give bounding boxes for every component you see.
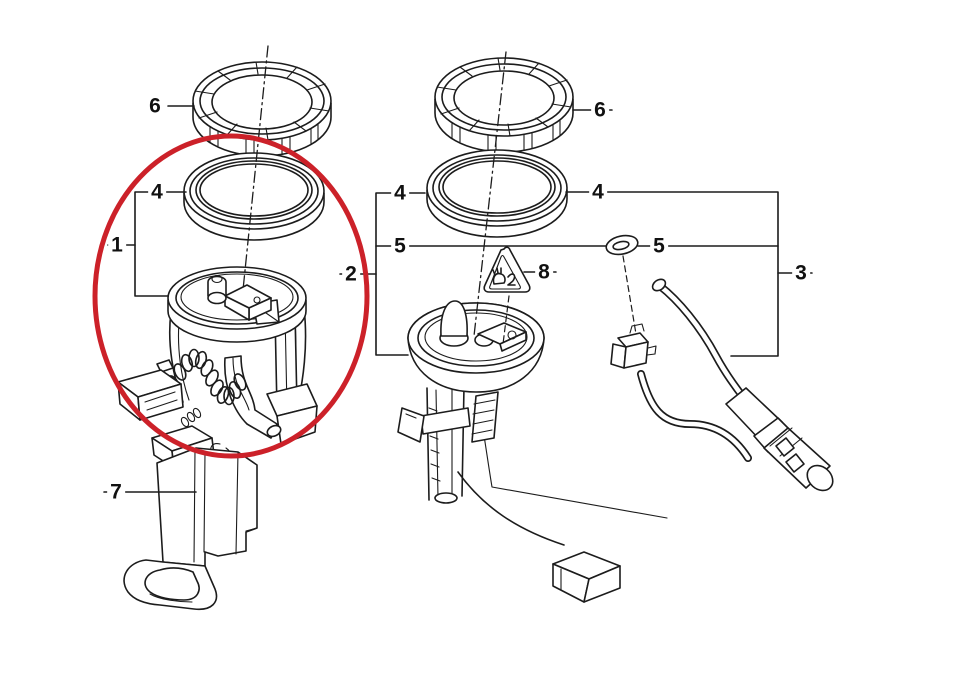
- callout-7[interactable]: 7: [107, 481, 125, 503]
- seal-ring-middle-icon: [426, 149, 568, 238]
- seal-ring-left-icon: [183, 152, 325, 241]
- red-highlight-ellipse: [92, 133, 370, 459]
- caution-triangle-icon: [483, 246, 531, 293]
- callout-4-middle[interactable]: 4: [391, 182, 409, 204]
- jet-pump-connector-icon: [610, 323, 657, 369]
- callout-4-right[interactable]: 4: [589, 181, 607, 203]
- callout-3[interactable]: 3: [792, 262, 810, 284]
- suction-jet-pump-hoses-icon: [610, 278, 834, 492]
- callout-5-right[interactable]: 5: [650, 235, 668, 257]
- fuel-pump-module-icon: [117, 266, 318, 469]
- holder-bracket-icon: [123, 443, 258, 611]
- callout-2[interactable]: 2: [342, 263, 360, 285]
- o-ring-icon: [605, 234, 639, 256]
- callout-6-right[interactable]: 6: [591, 99, 609, 121]
- lock-ring-middle-icon: [434, 57, 574, 153]
- center-axis-lines: [242, 45, 637, 345]
- callout-4-left[interactable]: 4: [148, 181, 166, 203]
- float-icon: [552, 551, 621, 603]
- level-sensor-float-icon: [397, 300, 668, 603]
- callout-8[interactable]: 8: [535, 261, 553, 283]
- callout-1[interactable]: 1: [108, 234, 126, 256]
- pump-ports-icon: [207, 274, 280, 325]
- pinch-hazard-glyph-icon: [492, 267, 516, 286]
- callout-5-middle[interactable]: 5: [391, 235, 409, 257]
- callout-6-left[interactable]: 6: [146, 95, 164, 117]
